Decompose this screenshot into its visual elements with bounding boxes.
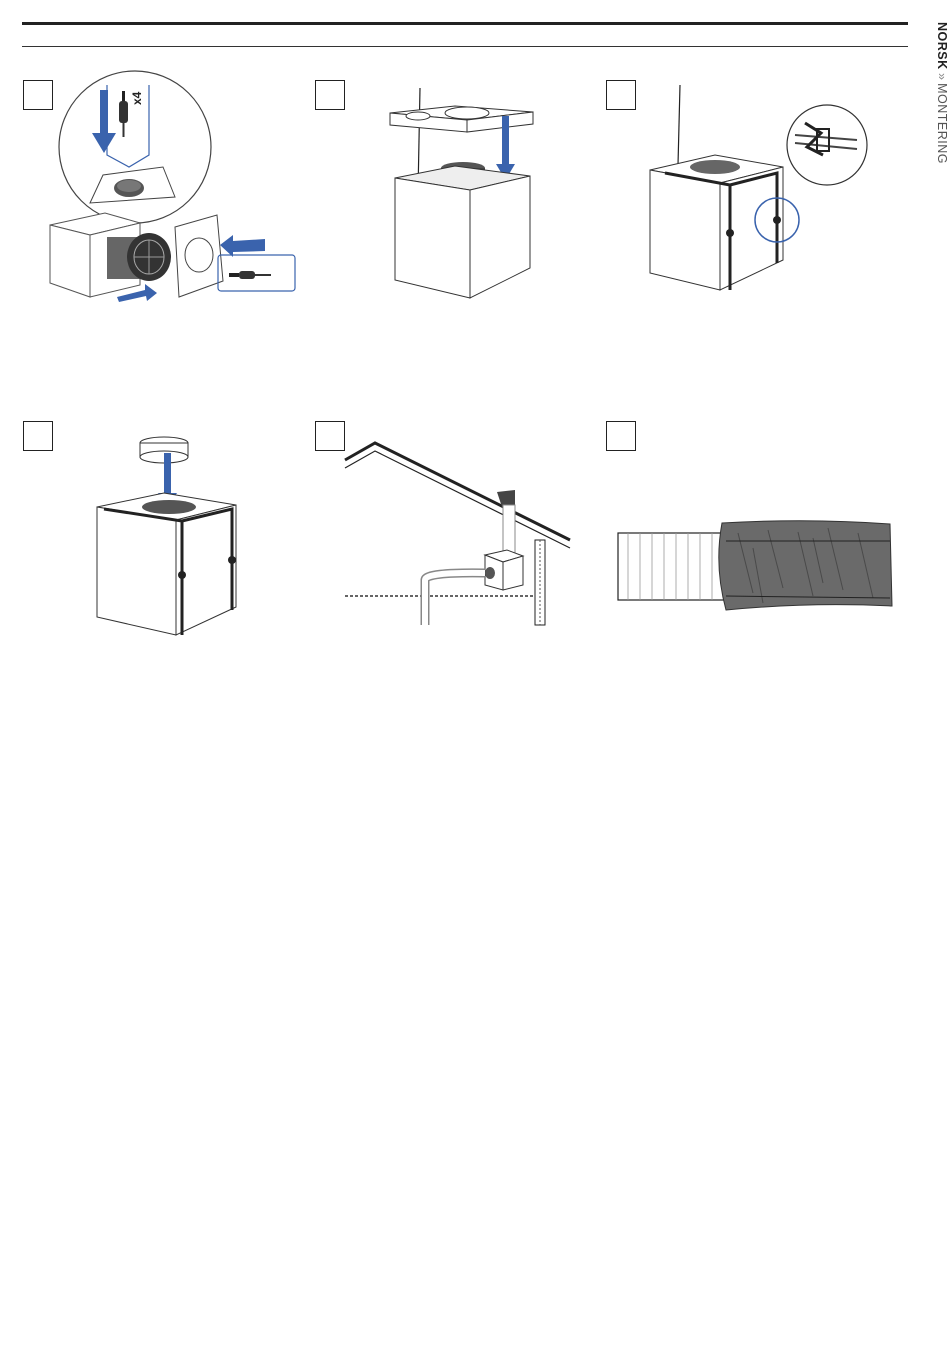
breadcrumb-separator: » (935, 73, 949, 80)
x4-callout-text: x4 (130, 91, 144, 105)
section-side-label: NORSK » MONTERING (929, 22, 949, 172)
header-subrule (22, 46, 908, 47)
strap-clip-illustration (645, 85, 870, 295)
attic-installation-illustration (345, 440, 580, 630)
language-label: NORSK (935, 22, 949, 70)
header-rule (22, 22, 908, 25)
collar-insert-illustration (94, 435, 244, 640)
step-6-box (606, 421, 636, 451)
section-label: MONTERING (935, 83, 949, 164)
fan-mounting-illustration: x4 (45, 85, 305, 310)
lid-placement-illustration (385, 88, 545, 303)
step-3-box (606, 80, 636, 110)
step-5-box (315, 421, 345, 451)
insulated-duct-illustration (618, 518, 893, 613)
step-4-box (23, 421, 53, 451)
step-2-box (315, 80, 345, 110)
